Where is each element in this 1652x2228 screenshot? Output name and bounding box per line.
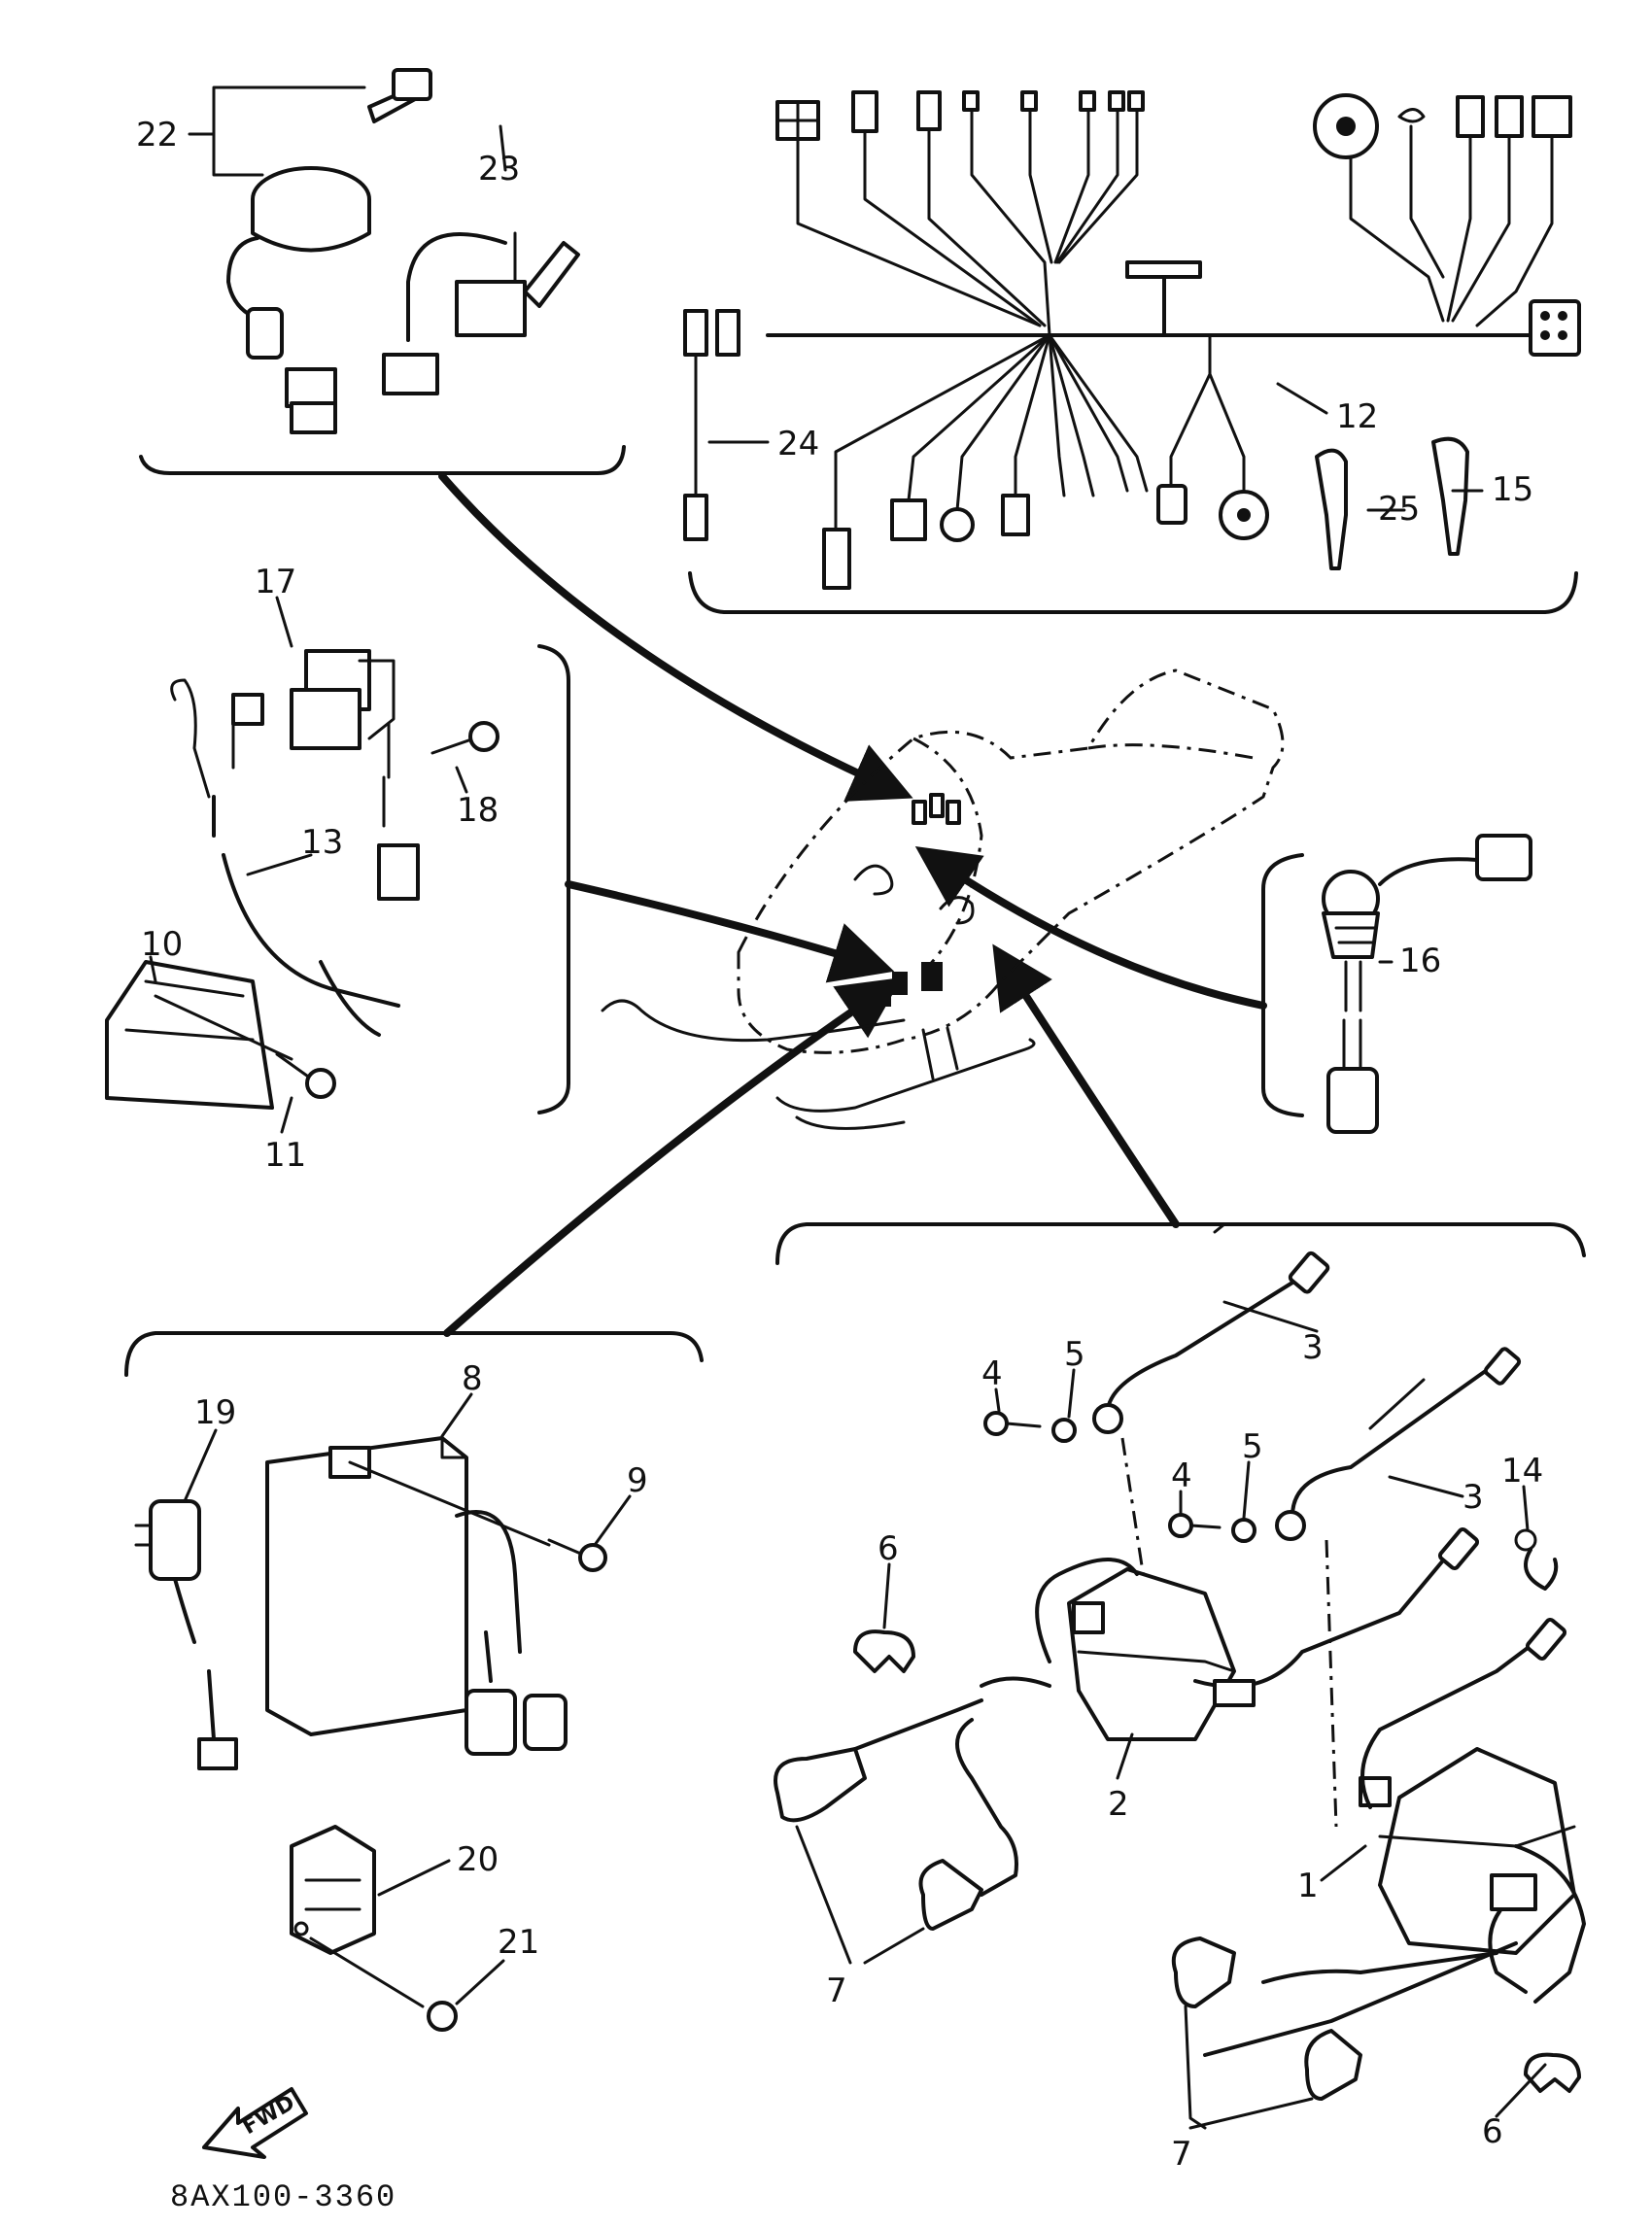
group-frame-cdi: [124, 1331, 704, 1377]
callout-15: 15: [1492, 470, 1533, 509]
clips-6: [853, 1629, 1581, 2093]
callout-1: 1: [1297, 1867, 1319, 1905]
clamp-14: [1514, 1528, 1559, 1591]
callout-leaders: [149, 124, 1547, 2118]
callout-16: 16: [1399, 942, 1441, 980]
wire-harness: [683, 90, 1581, 590]
callout-3-upper: 3: [1302, 1328, 1324, 1367]
callout-11: 11: [264, 1136, 306, 1175]
snowmobile-outline: [601, 668, 1285, 1130]
toggle-switch-assembly: [382, 231, 580, 395]
group-frame-switches: [139, 445, 626, 475]
callout-2: 2: [1108, 1785, 1129, 1824]
pointer-lines: [438, 472, 1267, 1337]
callout-4-lower: 4: [1171, 1457, 1192, 1495]
callout-6-lower: 6: [1482, 2112, 1503, 2151]
group-frame-sensor: [1261, 853, 1304, 1117]
callout-21: 21: [498, 1923, 539, 1962]
callout-24: 24: [777, 425, 819, 463]
fwd-arrow-icon: FWD: [202, 2087, 308, 2159]
callout-7-right: 7: [1171, 2135, 1192, 2174]
cdi-group: [134, 1436, 607, 2032]
callout-20: 20: [457, 1840, 499, 1879]
callout-22: 22: [136, 116, 178, 154]
callout-14: 14: [1501, 1452, 1543, 1491]
callout-9: 9: [627, 1461, 648, 1500]
spare-keys: [1315, 436, 1469, 570]
figure-code: 8AX100-3360: [170, 2179, 396, 2215]
group-frame-relay-rectifier: [537, 644, 570, 1114]
callout-17: 17: [255, 563, 296, 601]
relay-rectifier-group: [105, 649, 499, 1110]
callout-6-upper: 6: [878, 1529, 899, 1568]
callout-18: 18: [457, 791, 499, 830]
callout-3-lower: 3: [1463, 1478, 1484, 1517]
main-switch-key-assembly: [188, 68, 432, 434]
group-frame-ignition: [775, 1222, 1586, 1265]
callout-labels: 22 23 12 24 25 15 17 13 18 10 11 16 4 5 …: [136, 116, 1543, 2174]
group-frame-wire-harness: [688, 571, 1578, 614]
callout-25: 25: [1378, 490, 1420, 529]
callout-10: 10: [141, 925, 183, 964]
plug-caps-right: [1171, 1937, 1518, 2130]
callout-5-lower: 5: [1242, 1427, 1263, 1466]
sensor-assembly: [1322, 834, 1532, 1134]
callout-7-left: 7: [826, 1971, 847, 2010]
callout-5-upper: 5: [1064, 1335, 1085, 1374]
callout-13: 13: [301, 823, 343, 862]
callout-4-upper: 4: [981, 1354, 1003, 1393]
callout-8: 8: [462, 1359, 483, 1398]
ignition-leads: [983, 1251, 1522, 1828]
callout-19: 19: [194, 1393, 236, 1432]
callout-12: 12: [1336, 397, 1378, 436]
ignition-coil-1: [1359, 1618, 1586, 2004]
callout-23: 23: [478, 150, 520, 189]
plug-caps-left: [774, 1698, 1018, 1965]
ignition-coil-2: [980, 1527, 1480, 1741]
